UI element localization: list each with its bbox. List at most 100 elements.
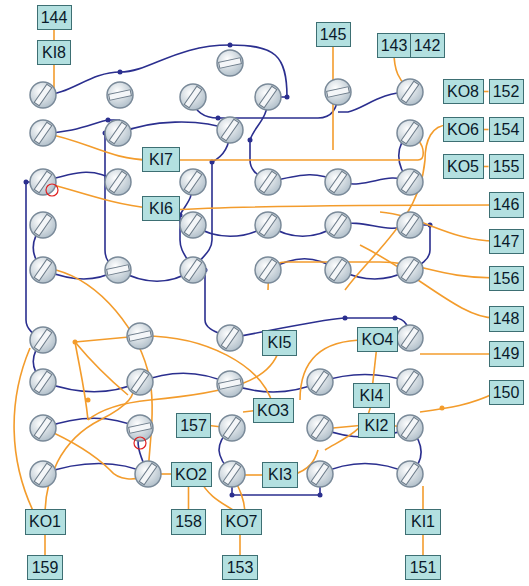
screw-terminal: [307, 461, 333, 487]
box-label: KI1: [411, 510, 435, 534]
wire-connector: [44, 535, 46, 555]
box-label: 153: [227, 556, 254, 579]
box-label: KO5: [447, 155, 479, 178]
wire: [56, 270, 152, 474]
box-label: KO6: [447, 118, 479, 141]
screw-terminal: [307, 369, 333, 395]
box-label: 148: [493, 307, 520, 331]
box-label: 152: [493, 80, 520, 103]
junction-dot: [24, 180, 29, 185]
label-box: KI3: [262, 462, 298, 488]
box-label: 142: [414, 34, 441, 57]
screw-terminal: [127, 323, 153, 349]
label-box: 154: [489, 117, 524, 142]
label-box: 153: [222, 555, 258, 580]
box-label: KI2: [364, 414, 388, 437]
screw-terminal: [255, 169, 281, 195]
box-label: KI5: [267, 331, 291, 355]
box-label: KO7: [225, 510, 257, 534]
junction-dot: [318, 493, 323, 498]
box-label: 149: [493, 342, 520, 366]
box-label: 147: [493, 230, 520, 253]
screw-terminal: [180, 169, 206, 195]
label-box: KO1: [25, 509, 66, 535]
junction-dot: [343, 316, 348, 321]
screw-terminal: [30, 212, 56, 238]
wire-connector: [239, 535, 241, 555]
label-box: 156: [489, 266, 524, 291]
junction-dot: [440, 406, 445, 411]
screw-terminal: [107, 82, 133, 108]
wire: [43, 182, 150, 208]
screw-terminal: [397, 120, 423, 146]
screw-terminals: [30, 50, 423, 487]
wire: [43, 133, 150, 160]
wire: [268, 262, 495, 290]
label-box: 147: [489, 229, 524, 254]
screw-terminal: [397, 257, 423, 283]
wire-connector: [53, 30, 55, 40]
wire: [360, 245, 495, 318]
screw-terminal: [30, 169, 56, 195]
screw-terminal: [217, 50, 243, 76]
label-box: KO2: [171, 462, 212, 487]
screw-terminal: [255, 212, 281, 238]
wire: [43, 464, 148, 475]
wire: [45, 382, 135, 515]
screw-terminal: [180, 212, 206, 238]
label-box: KO6: [443, 117, 484, 142]
label-box: 152: [489, 79, 524, 104]
wire: [140, 336, 273, 405]
label-box: 157: [176, 413, 211, 438]
label-box: 142: [410, 33, 445, 58]
box-label: 143: [381, 34, 408, 57]
screw-terminal: [105, 257, 131, 283]
screw-terminal: [30, 369, 56, 395]
screw-terminal: [397, 79, 423, 105]
screw-terminal: [30, 461, 56, 487]
screw-terminal: [325, 257, 351, 283]
box-label: 157: [180, 414, 207, 437]
wire: [43, 382, 140, 392]
box-label: 156: [493, 267, 520, 290]
screw-terminal: [219, 415, 245, 441]
box-label: 159: [32, 556, 59, 579]
label-box: 149: [489, 341, 524, 367]
label-box: 150: [489, 380, 524, 405]
label-box: 159: [27, 555, 63, 580]
box-label: KI7: [149, 148, 173, 171]
box-label: 146: [493, 193, 520, 217]
box-label: KI4: [359, 384, 383, 407]
wire: [380, 212, 495, 241]
screw-terminal: [30, 257, 56, 283]
label-box: KI1: [405, 509, 441, 535]
wire: [120, 122, 230, 133]
box-label: KO1: [29, 510, 61, 534]
screw-terminal: [325, 212, 351, 238]
screw-terminal: [255, 257, 281, 283]
junction-dot: [230, 493, 235, 498]
wire: [75, 342, 88, 420]
box-label: 158: [175, 510, 202, 534]
label-box: KO3: [253, 398, 294, 423]
screw-terminal: [30, 415, 56, 441]
box-label: KI6: [149, 197, 173, 220]
label-box: KI7: [142, 147, 180, 172]
screw-terminal: [30, 327, 56, 353]
box-label: 145: [320, 23, 347, 46]
label-box: KO4: [357, 327, 398, 352]
screw-terminal: [180, 257, 206, 283]
junction-dot: [228, 43, 233, 48]
junction-dot: [393, 316, 398, 321]
label-box: KI2: [358, 413, 395, 438]
box-label: KO8: [447, 80, 479, 103]
junction-dot: [73, 340, 78, 345]
label-box: 146: [489, 192, 524, 218]
screw-terminal: [397, 325, 423, 351]
screw-terminal: [255, 84, 281, 110]
screw-terminal: [397, 415, 423, 441]
label-box: 144: [37, 5, 72, 30]
screw-terminal: [217, 325, 243, 351]
wire: [43, 45, 287, 97]
